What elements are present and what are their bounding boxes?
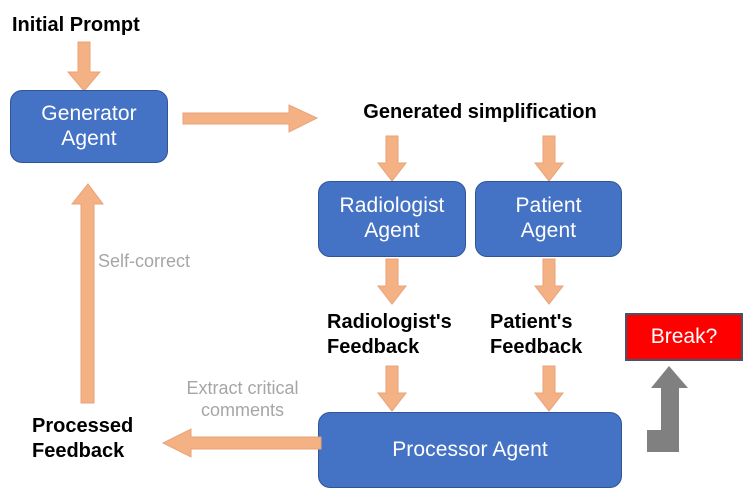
edge-label-extract-critical-comments: Extract critical comments <box>186 378 299 420</box>
node-patient-feedback: Patient's Feedback <box>490 311 583 358</box>
node-radiologist-feedback: Radiologist's Feedback <box>327 311 452 358</box>
arrow-patient-feedback-to-processor <box>533 365 565 412</box>
node-generator-agent[interactable]: Generator Agent <box>10 90 168 163</box>
arrow-processor-to-break <box>647 366 688 452</box>
node-patient-agent[interactable]: Patient Agent <box>475 181 622 257</box>
node-processor-agent[interactable]: Processor Agent <box>318 412 622 488</box>
node-break[interactable]: Break? <box>625 313 743 361</box>
edge-label-self-correct: Self-correct <box>98 251 191 271</box>
arrow-patient-to-feedback <box>533 258 565 305</box>
arrow-simplification-to-radiologist <box>376 135 408 182</box>
arrow-prompt-to-generator <box>66 41 102 92</box>
arrow-processor-to-processed-feedback <box>161 428 322 458</box>
node-generated-simplification: Generated simplification <box>363 101 597 123</box>
arrow-radiologist-feedback-to-processor <box>376 365 408 412</box>
node-processed-feedback: Processed Feedback <box>32 415 134 462</box>
arrow-generator-to-simplification <box>182 104 319 133</box>
node-initial-prompt: Initial Prompt <box>12 14 140 36</box>
node-radiologist-agent[interactable]: Radiologist Agent <box>318 181 466 257</box>
arrow-radiologist-to-feedback <box>376 258 408 305</box>
arrow-processed-feedback-to-generator <box>70 183 104 404</box>
arrow-simplification-to-patient <box>533 135 565 182</box>
